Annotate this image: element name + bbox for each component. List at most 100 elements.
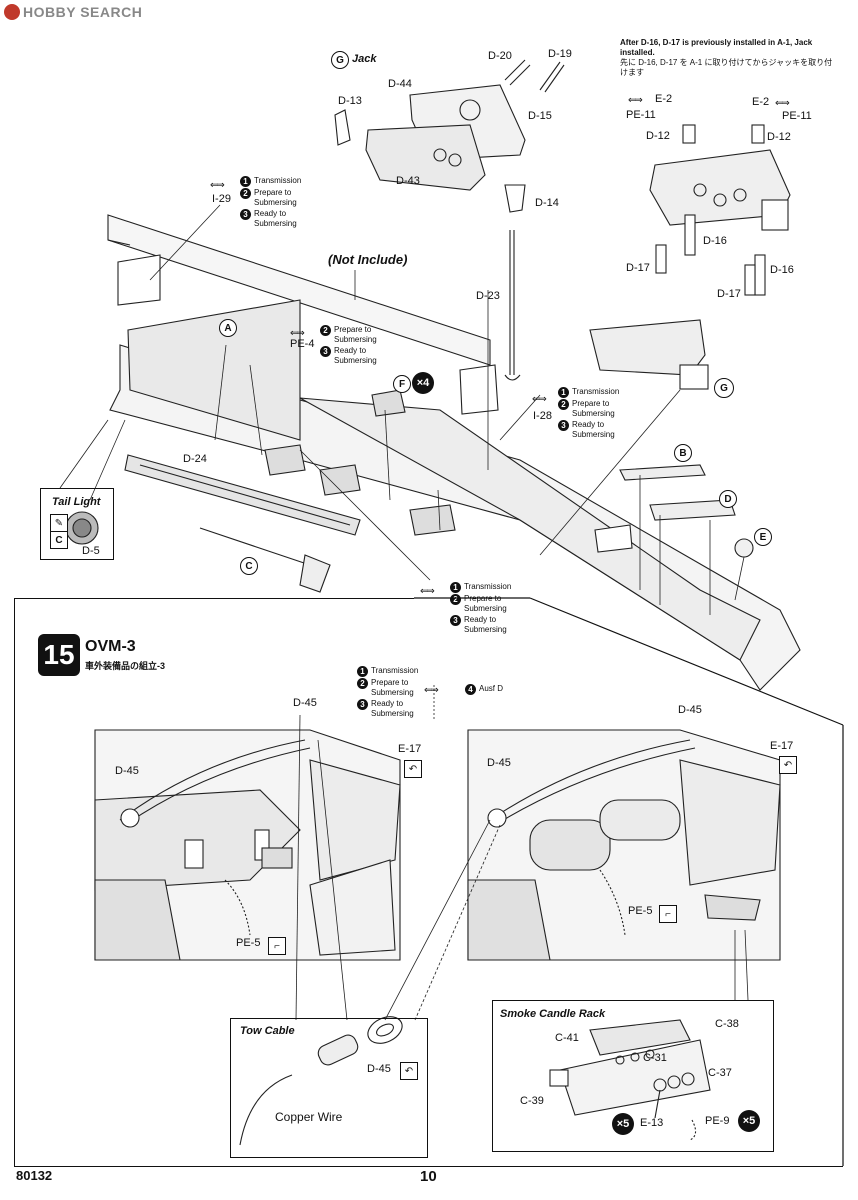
callout-g-jack: G [331,51,349,69]
part-c37: C-37 [708,1067,732,1079]
part-c31: C-31 [643,1052,667,1064]
part-d45-cable: D-45 [367,1063,391,1075]
direction-arrow-icon: ⇐⇒ [420,586,435,597]
tow-cable-drawing [239,1016,403,1146]
smoke-candle-rack-title: Smoke Candle Rack [500,1008,606,1020]
tail-light-title: Tail Light [52,496,101,508]
part-d45-top-right: D-45 [678,704,702,716]
bend-arrow-icon: ↶ [779,756,797,774]
jack-title: Jack [352,53,377,65]
part-pe4: PE-4 [290,338,315,350]
multiplier-f: ×4 [412,372,434,394]
part-e17-left: E-17 [398,743,422,755]
part-d16-left: D-16 [703,235,727,247]
part-d17-left: D-17 [626,262,650,274]
callout-a: A [219,319,237,337]
leader-lines-lower [295,685,749,1021]
direction-arrow-icon: ⇐⇒ [210,180,225,191]
fender-drawing [107,214,801,691]
page-number: 10 [420,1168,437,1185]
paint-brush-icon: ✎ [50,514,68,532]
part-d19: D-19 [548,48,572,60]
product-code: 80132 [16,1168,53,1183]
part-pe9: PE-9 [705,1115,730,1127]
part-c41: C-41 [555,1032,579,1044]
part-d5: D-5 [82,545,100,557]
part-i29: I-29 [212,193,231,205]
part-d24: D-24 [183,453,207,465]
not-include-label: (Not Include) [328,252,408,267]
callout-e: E [754,528,772,546]
part-d44: D-44 [388,78,412,90]
part-e17-right: E-17 [770,740,794,752]
callout-f: F [393,375,411,393]
callout-g: G [714,378,734,398]
assembly-note: After D-16, D-17 is previously installed… [620,38,840,78]
jack-assembly-drawing [334,59,565,213]
part-d12-right: D-12 [767,131,791,143]
part-d14: D-14 [535,197,559,209]
assembly-note-en: After D-16, D-17 is previously installed… [620,38,813,57]
direction-arrow-icon: ⇐⇒ [775,98,790,109]
footer-rule [14,1166,843,1167]
section-divider-vertical [14,598,15,1166]
direction-arrow-icon: ⇐⇒ [532,394,547,405]
part-d45-side-left: D-45 [115,765,139,777]
tail-light-drawing [65,511,99,545]
direction-arrow-icon: ⇐⇒ [628,95,643,106]
logo-mark-icon [4,4,20,20]
photo-etch-bend-icon: ⌐ [659,905,677,923]
part-e2-left: E-2 [655,93,673,105]
tow-cable-box [230,1018,428,1158]
leader-lines-upper [59,204,745,615]
part-d43: D-43 [396,175,420,187]
part-pe11-right: PE-11 [782,110,812,122]
assembly-note-jp: 先に D-16, D-17 を A-1 に取り付けてからジャッキを取り付けます [620,58,833,77]
lower-left-vehicle-drawing [94,729,401,961]
part-d17-right: D-17 [717,288,741,300]
part-e13: E-13 [640,1117,664,1129]
part-c38: C-38 [715,1018,739,1030]
step-title: OVM-3 [85,638,136,655]
bend-arrow-icon: ↶ [404,760,422,778]
part-d20: D-20 [488,50,512,62]
part-d45-top-left: D-45 [293,697,317,709]
multiplier-e13: ×5 [612,1113,634,1135]
tow-cable-title: Tow Cable [240,1025,295,1037]
part-d12-left: D-12 [646,130,670,142]
direction-arrow-icon: ⇐⇒ [290,328,305,339]
smoke-candle-rack-box [492,1000,774,1152]
part-d45-side-right: D-45 [487,757,511,769]
part-d15: D-15 [528,110,552,122]
part-e2-right: E-2 [752,96,770,108]
bend-arrow-icon: ↶ [400,1062,418,1080]
part-pe5-right: PE-5 [628,905,653,917]
part-d13: D-13 [338,95,362,107]
tail-light-box [40,488,114,560]
smoke-candle-rack-drawing [549,1019,711,1141]
callout-d: D [719,490,737,508]
multiplier-pe9: ×5 [738,1110,760,1132]
logo-text: HOBBY SEARCH [23,4,143,20]
copper-wire-label: Copper Wire [275,1110,343,1124]
photo-etch-bend-icon: ⌐ [268,937,286,955]
callout-b: B [674,444,692,462]
step-number: 15 [38,634,80,676]
tail-light-color-c: C [50,531,68,549]
section-divider-line [14,598,414,599]
part-c39: C-39 [520,1095,544,1107]
step-subtitle: 車外装備品の組立-3 [85,661,166,671]
direction-arrow-icon: ⇐⇒ [424,685,439,696]
part-pe5-left: PE-5 [236,937,261,949]
hobby-search-logo: HOBBY SEARCH [4,4,142,20]
callout-c: C [240,557,258,575]
lower-right-vehicle-drawing [467,729,781,961]
